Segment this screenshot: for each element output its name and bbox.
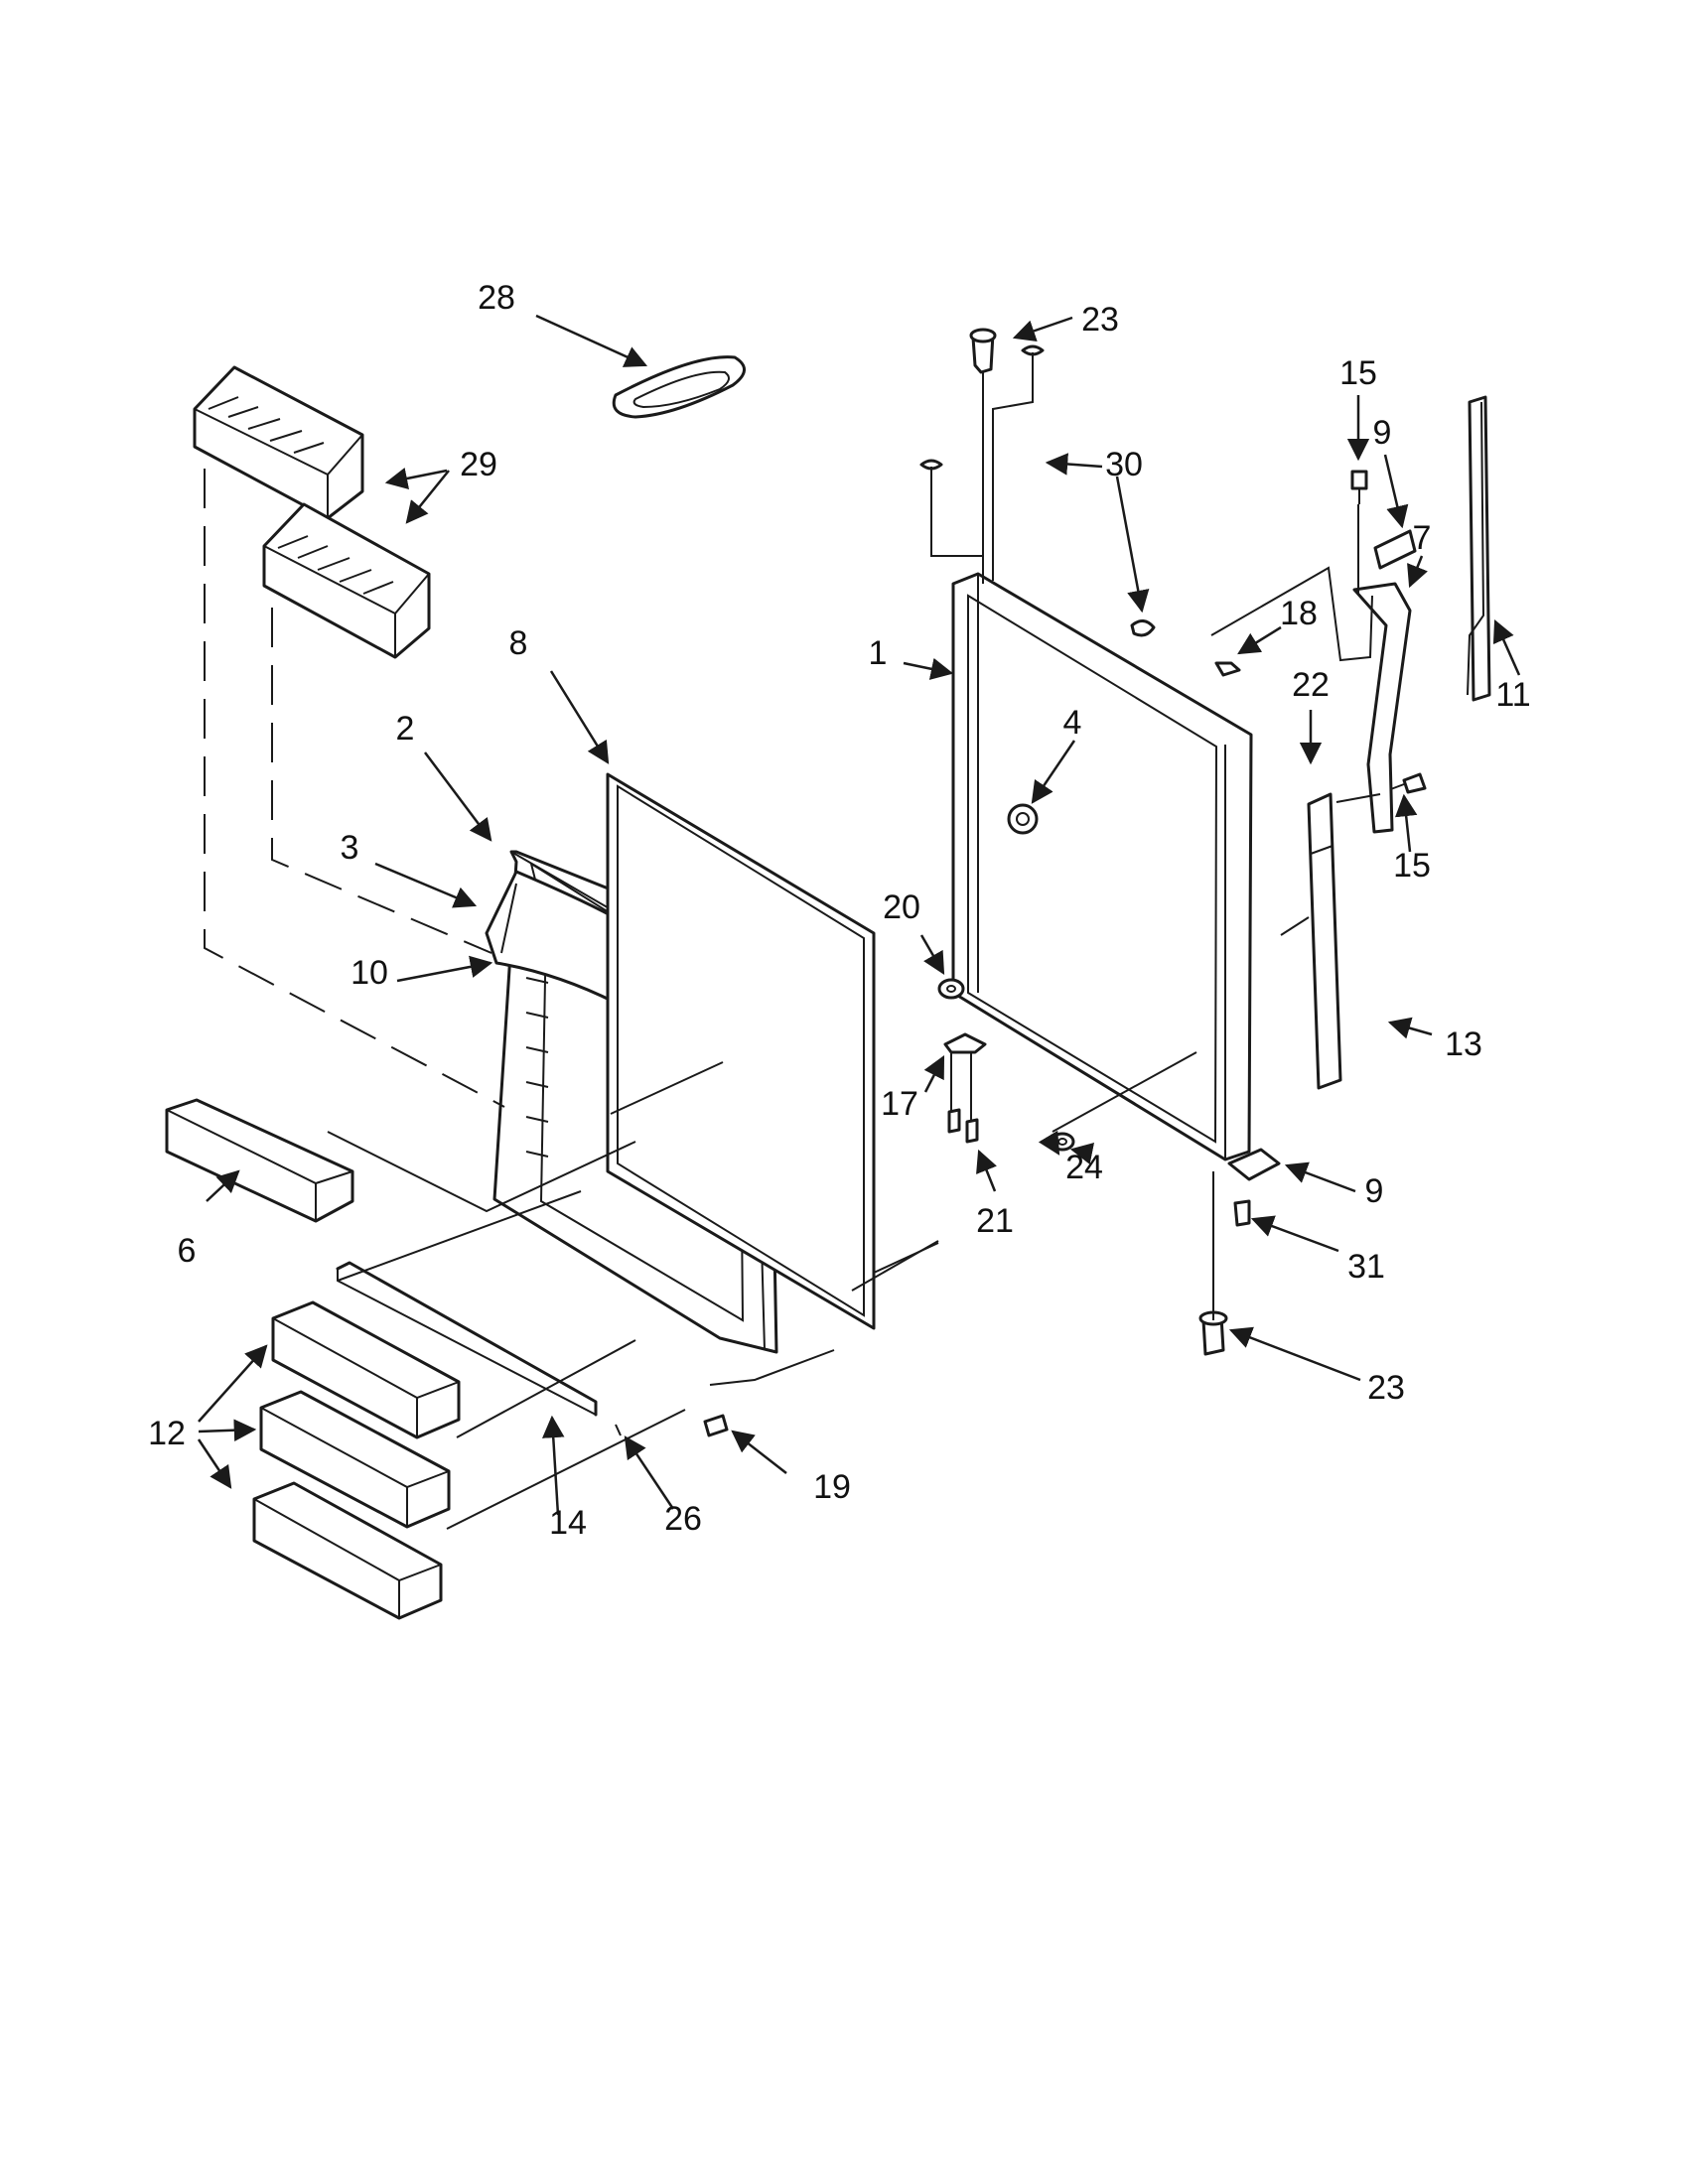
callout-2: 2	[396, 710, 415, 748]
callout-9-lower: 9	[1365, 1172, 1384, 1210]
callout-9-top: 9	[1373, 414, 1392, 452]
part-door-bin	[271, 1300, 461, 1439]
part-door-bin	[259, 1390, 451, 1529]
assembly-lines	[204, 369, 1381, 1530]
part-door-gasket	[606, 772, 876, 1330]
callout-19: 19	[813, 1468, 851, 1506]
callout-1: 1	[869, 634, 888, 672]
callout-26: 26	[664, 1500, 702, 1538]
callout-12: 12	[148, 1415, 186, 1452]
callout-10: 10	[351, 954, 388, 992]
callout-29: 29	[460, 446, 497, 483]
callout-13: 13	[1445, 1025, 1482, 1063]
callout-20: 20	[883, 888, 920, 926]
callout-22: 22	[1292, 666, 1330, 704]
part-cover-strip	[1307, 792, 1342, 1090]
callout-15-top: 15	[1339, 354, 1377, 392]
part-outer-door	[951, 572, 1253, 1161]
callout-31: 31	[1347, 1248, 1385, 1286]
callout-30: 30	[1105, 446, 1143, 483]
callout-15-lower: 15	[1393, 847, 1431, 885]
callout-labels: 28 29 23 30 15 9 7 11 1 18 22 8 2 4 15 3…	[148, 279, 1531, 1542]
callout-17: 17	[881, 1085, 918, 1123]
part-handle	[1467, 395, 1491, 702]
part-oval-insert	[612, 355, 746, 419]
callout-11: 11	[1495, 676, 1530, 714]
callout-3: 3	[341, 829, 359, 867]
part-door-bin	[252, 1481, 443, 1620]
part-door-bin	[165, 1098, 354, 1223]
callout-23-bottom: 23	[1367, 1369, 1405, 1407]
callout-21: 21	[976, 1202, 1014, 1240]
leader-arrows	[197, 314, 1521, 1516]
part-upper-door-shelf	[262, 502, 431, 659]
callout-4: 4	[1063, 704, 1082, 742]
callout-8: 8	[509, 624, 528, 662]
callout-14: 14	[549, 1504, 587, 1542]
callout-7: 7	[1413, 519, 1432, 557]
part-hardware	[703, 328, 1427, 1437]
callout-18: 18	[1280, 595, 1318, 632]
part-upper-door-shelf	[193, 365, 364, 520]
callout-23-top: 23	[1081, 301, 1119, 339]
callout-24: 24	[1065, 1149, 1103, 1186]
callout-28: 28	[478, 279, 515, 317]
callout-6: 6	[178, 1232, 197, 1270]
